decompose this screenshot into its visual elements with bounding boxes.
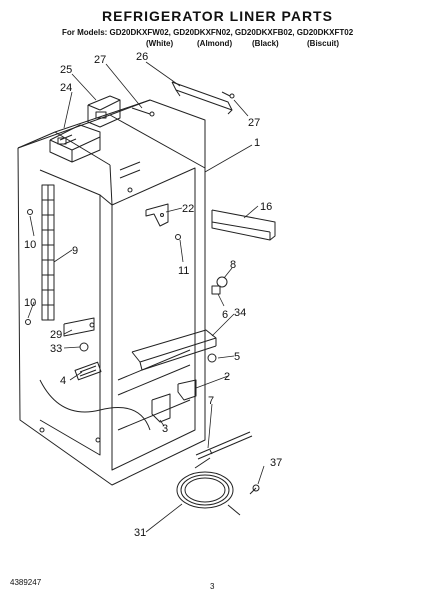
callout-3: 3 xyxy=(162,423,168,435)
shelf-bracket xyxy=(145,203,169,227)
callout-10-upper: 10 xyxy=(24,239,36,251)
page-title: REFRIGERATOR LINER PARTS xyxy=(102,8,333,24)
callout-33: 33 xyxy=(50,343,62,355)
top-rail xyxy=(171,81,233,115)
page-number: 3 xyxy=(210,582,215,591)
callout-26: 26 xyxy=(136,51,148,63)
callout-1: 1 xyxy=(254,137,260,149)
callout-25: 25 xyxy=(60,64,72,76)
control-knob xyxy=(79,342,89,352)
dispenser-housing xyxy=(49,95,121,163)
callout-27-top: 27 xyxy=(94,54,106,66)
liner-cabinet xyxy=(17,99,206,486)
callout-numbers: 25 24 27 26 27 1 22 16 11 8 6 34 5 2 10 … xyxy=(24,51,282,539)
color-label-almond: (Almond) xyxy=(197,39,233,48)
color-label-white: (White) xyxy=(146,39,174,48)
callout-31: 31 xyxy=(134,527,146,539)
side-cover xyxy=(211,209,276,241)
drain-tube xyxy=(195,431,253,460)
wire-harness xyxy=(39,379,151,431)
callout-16: 16 xyxy=(260,201,272,213)
vent-grille xyxy=(74,361,102,381)
callout-7: 7 xyxy=(208,395,214,407)
document-number: 4389247 xyxy=(10,578,42,587)
color-label-black: (Black) xyxy=(252,39,279,48)
callout-37: 37 xyxy=(270,457,282,469)
callout-11: 11 xyxy=(178,265,189,277)
callout-4: 4 xyxy=(60,375,66,387)
callout-6: 6 xyxy=(222,309,228,321)
light-shield xyxy=(131,329,217,371)
shelf-ladder xyxy=(41,184,55,321)
callout-29: 29 xyxy=(50,329,62,341)
color-label-biscuit: (Biscuit) xyxy=(307,39,339,48)
callout-24: 24 xyxy=(60,82,72,94)
callout-34: 34 xyxy=(234,307,246,319)
callout-5: 5 xyxy=(234,351,240,363)
control-bracket xyxy=(63,317,95,337)
callout-27-right: 27 xyxy=(248,117,260,129)
callout-8: 8 xyxy=(230,259,236,271)
leader-lines xyxy=(27,61,265,533)
callout-10-lower: 10 xyxy=(24,297,36,309)
callout-22: 22 xyxy=(182,203,194,215)
bottom-bracket xyxy=(151,393,171,423)
mullion-bracket xyxy=(177,379,197,401)
models-line: For Models: GD20DKXFW02, GD20DKXFN02, GD… xyxy=(62,28,354,37)
nut xyxy=(207,353,217,363)
screws xyxy=(25,91,235,325)
clamp-screw xyxy=(249,484,260,495)
light-socket xyxy=(211,276,228,295)
coiled-tubing xyxy=(176,457,241,516)
callout-9: 9 xyxy=(72,245,78,257)
callout-2: 2 xyxy=(224,371,230,383)
